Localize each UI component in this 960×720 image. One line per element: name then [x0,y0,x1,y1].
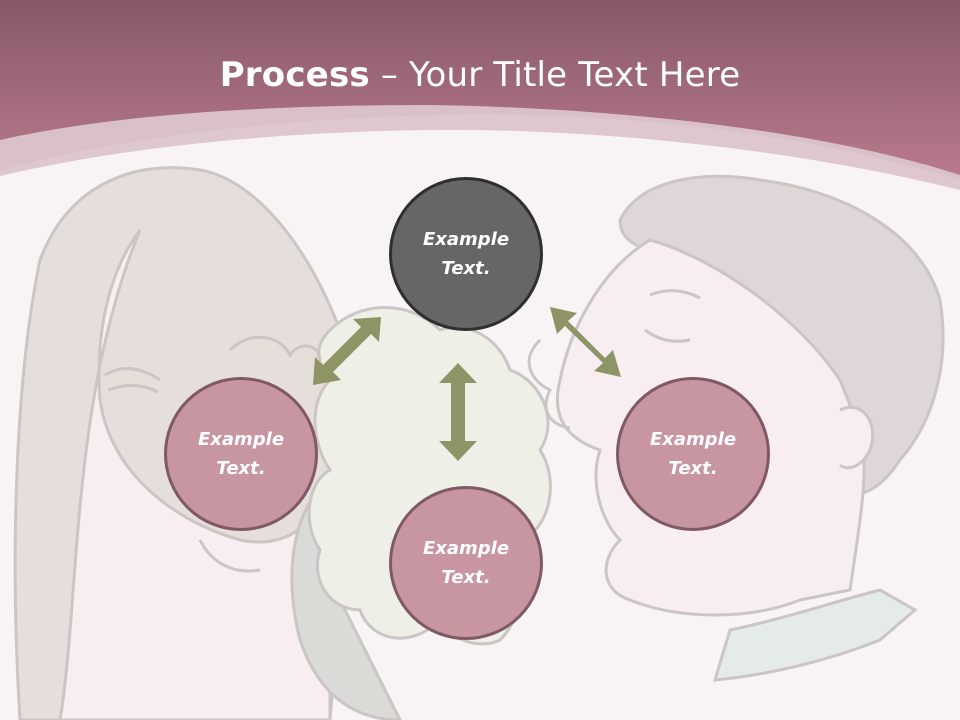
slide-title: Process – Your Title Text Here [0,52,960,98]
double-arrow-top-right [550,307,621,377]
process-node-top[interactable]: Example Text. [389,177,543,331]
header-swoosh [0,105,960,190]
title-bold: Process [219,55,370,95]
process-node-right[interactable]: Example Text. [616,377,770,531]
process-node-left[interactable]: Example Text. [164,377,318,531]
process-node-bottom[interactable]: Example Text. [389,486,543,640]
header-band [0,0,960,180]
double-arrow-top-left [313,317,381,385]
title-rest: – Your Title Text Here [369,55,741,95]
double-arrow-vertical [439,363,477,461]
